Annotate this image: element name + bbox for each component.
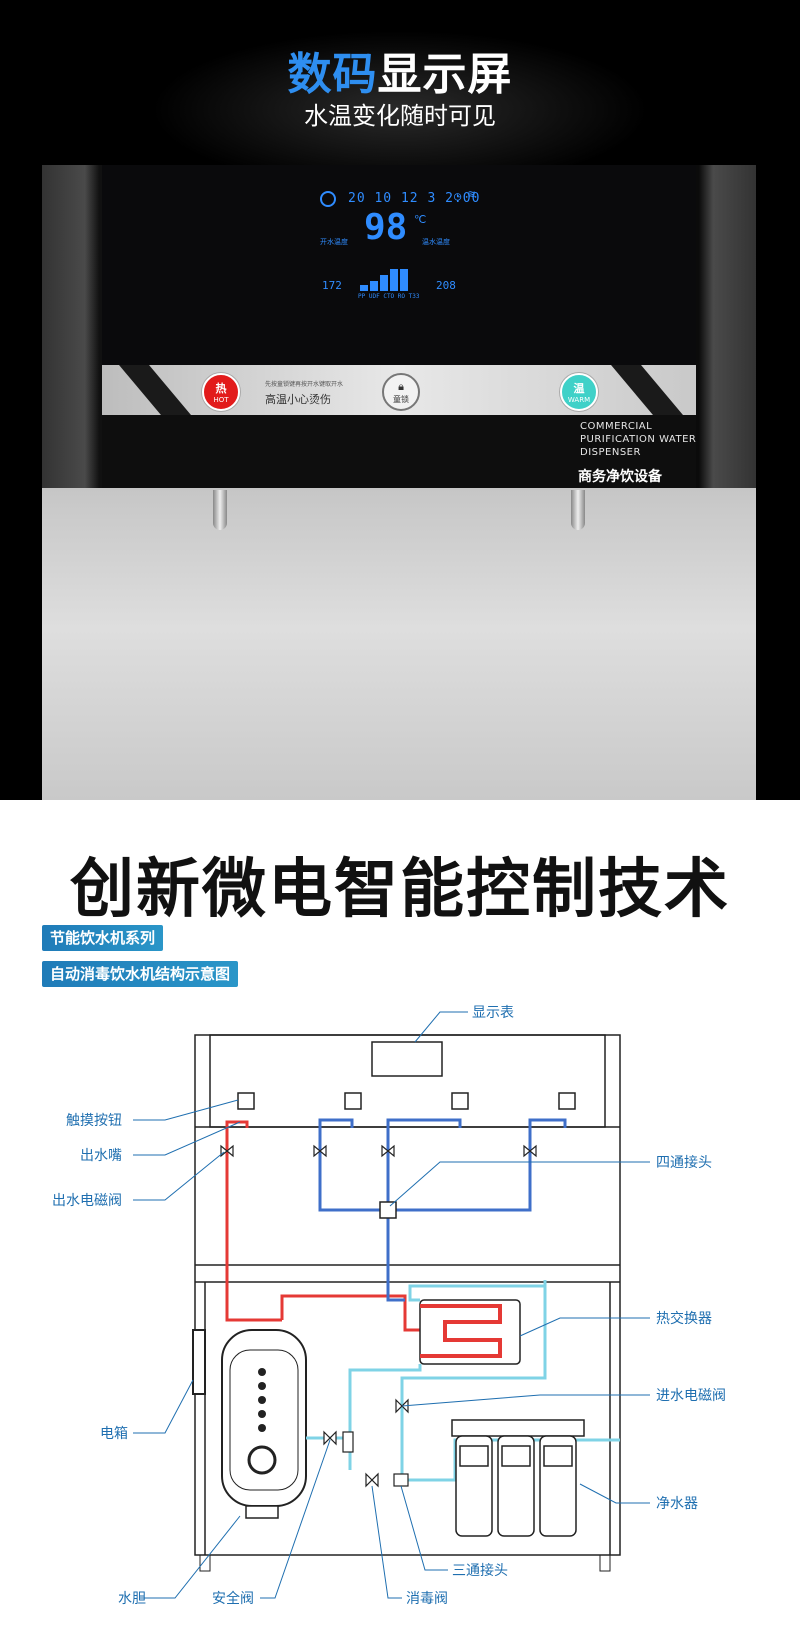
hero-glow — [150, 30, 650, 190]
warm-button-en: WARM — [567, 396, 591, 404]
label-safety-valve: 安全阀 — [212, 1590, 254, 1607]
hero-title-rest: 显示屏 — [377, 49, 513, 100]
solenoid-valves — [220, 1144, 537, 1158]
water-purifier — [451, 1419, 585, 1537]
lcd-clock-icon: ◷ — [454, 189, 462, 203]
lcd-bar — [380, 275, 388, 291]
label-nozzle: 出水嘴 — [80, 1148, 122, 1164]
hero-title: 数码显示屏 — [0, 38, 800, 102]
brand-english-line: COMMERCIAL — [580, 421, 653, 432]
water-tank-inner — [229, 1349, 299, 1491]
leader-lines — [133, 1011, 650, 1599]
disinfect-valve-symbol — [365, 1472, 379, 1488]
brand-band — [102, 415, 696, 488]
cabinet-foot — [599, 1554, 611, 1572]
structure-diagram: 显示表 触摸按钮 出水嘴 出水电磁阀 四通接头 热交换器 进水电磁阀 电箱 净水… — [52, 1005, 726, 1607]
lcd-filter-label: T33 — [408, 293, 420, 300]
hero-subtitle: 水温变化随时可见 — [304, 102, 496, 130]
label-inlet-valve: 进水电磁阀 — [656, 1388, 726, 1404]
cabinet-outline — [194, 1034, 621, 1556]
hot-button-cn: 热 — [215, 382, 227, 395]
water-tank — [221, 1329, 307, 1507]
brand-english-line: DISPENSER — [580, 447, 641, 458]
hero-title-accent: 数码 — [287, 49, 378, 100]
label-purifier: 净水器 — [656, 1496, 698, 1512]
lcd-filter-label: UDF — [368, 293, 380, 300]
machine-body — [42, 488, 756, 800]
hot-pipe — [280, 1294, 425, 1332]
display-screen: 20 10 12 3 2:00 ◷ ≋ 98 ℃ 开水温度 温水温度 172 2… — [102, 165, 696, 365]
panel-hint-main: 高温小心烫伤 — [265, 393, 331, 406]
hot-button-en: HOT — [213, 396, 229, 404]
brand-chinese: 商务净饮设备 — [578, 469, 662, 485]
lcd-filter-label: PP — [358, 293, 366, 300]
hero-section: 数码显示屏 水温变化随时可见 20 10 12 3 2:00 ◷ ≋ 98 ℃ … — [0, 0, 800, 800]
hot-water-tap — [213, 490, 227, 530]
hot-pipe — [225, 1120, 282, 1322]
lcd-bar — [400, 269, 408, 291]
warm-water-button[interactable]: 温 WARM — [560, 373, 598, 411]
heat-exchanger-coil — [420, 1304, 502, 1358]
warm-button-cn: 温 — [573, 382, 585, 395]
brand-english: COMMERCIAL PURIFICATION WATER DISPENSER — [580, 420, 696, 459]
lcd-tds-left: 172 — [322, 279, 342, 292]
four-way-joint — [379, 1201, 397, 1219]
lcd-tds-right: 208 — [436, 279, 456, 292]
disinfect-valve — [342, 1431, 354, 1453]
lcd-label-left: 开水温度 — [320, 238, 348, 246]
lcd-bar — [390, 269, 398, 291]
heat-exchanger-box — [419, 1299, 521, 1365]
series-tag: 节能饮水机系列 — [42, 925, 164, 951]
child-lock-button[interactable]: 🔒︎ 童锁 — [382, 373, 420, 411]
electric-box — [192, 1329, 206, 1395]
lcd-filter-label: CTO — [383, 293, 395, 300]
lcd-bar — [370, 281, 378, 291]
label-heat-exchanger: 热交换器 — [656, 1310, 712, 1327]
label-touch-button: 触摸按钮 — [66, 1113, 122, 1129]
lcd-logo-icon — [320, 191, 336, 207]
lock-icon: 🔒︎ — [398, 379, 404, 393]
touch-button-box — [344, 1092, 362, 1110]
three-way-joint — [393, 1473, 409, 1487]
diagram-tag: 自动消毒饮水机结构示意图 — [42, 961, 239, 987]
lcd-wifi-icon: ≋ — [468, 187, 476, 201]
display-box — [371, 1041, 443, 1077]
label-three-way: 三通接头 — [452, 1562, 508, 1579]
touch-button-box — [558, 1092, 576, 1110]
section-title: 创新微电智能控制技术 — [70, 853, 730, 927]
warm-water-tap — [571, 490, 585, 530]
label-electric-box: 电箱 — [100, 1426, 128, 1442]
label-four-way: 四通接头 — [656, 1154, 712, 1171]
tank-base — [245, 1505, 279, 1519]
label-outlet-valve: 出水电磁阀 — [52, 1193, 122, 1209]
lcd-filter-bars — [360, 263, 410, 291]
lcd-date: 20 10 12 3 2:00 — [348, 191, 481, 206]
lcd-bar — [360, 285, 368, 291]
touch-button-box — [237, 1092, 255, 1110]
lcd-temperature: 98 — [364, 207, 408, 248]
lock-button-label: 童锁 — [393, 394, 409, 404]
panel-hint-small: 先按童锁键再按开水键取开水 — [265, 381, 344, 388]
lcd-filter-label: RO — [397, 293, 406, 300]
lcd-temp-unit: ℃ — [414, 213, 427, 226]
brand-english-line: PURIFICATION WATER — [580, 434, 697, 445]
cold-pipes — [318, 1118, 567, 1302]
lcd-label-right: 温水温度 — [422, 238, 450, 246]
tank-indicators — [258, 1368, 266, 1432]
touch-button-box — [451, 1092, 469, 1110]
lcd-filter-labels: PP UDF CTO RO T33 — [358, 293, 420, 300]
label-display: 显示表 — [472, 1005, 514, 1021]
hot-water-button[interactable]: 热 HOT — [202, 373, 240, 411]
label-disinfect-valve: 消毒阀 — [406, 1591, 448, 1607]
tank-heater-ring — [247, 1445, 277, 1475]
cabinet-foot — [199, 1554, 211, 1572]
label-tank: 水胆 — [118, 1591, 146, 1607]
safety-valve-symbol — [323, 1430, 337, 1446]
